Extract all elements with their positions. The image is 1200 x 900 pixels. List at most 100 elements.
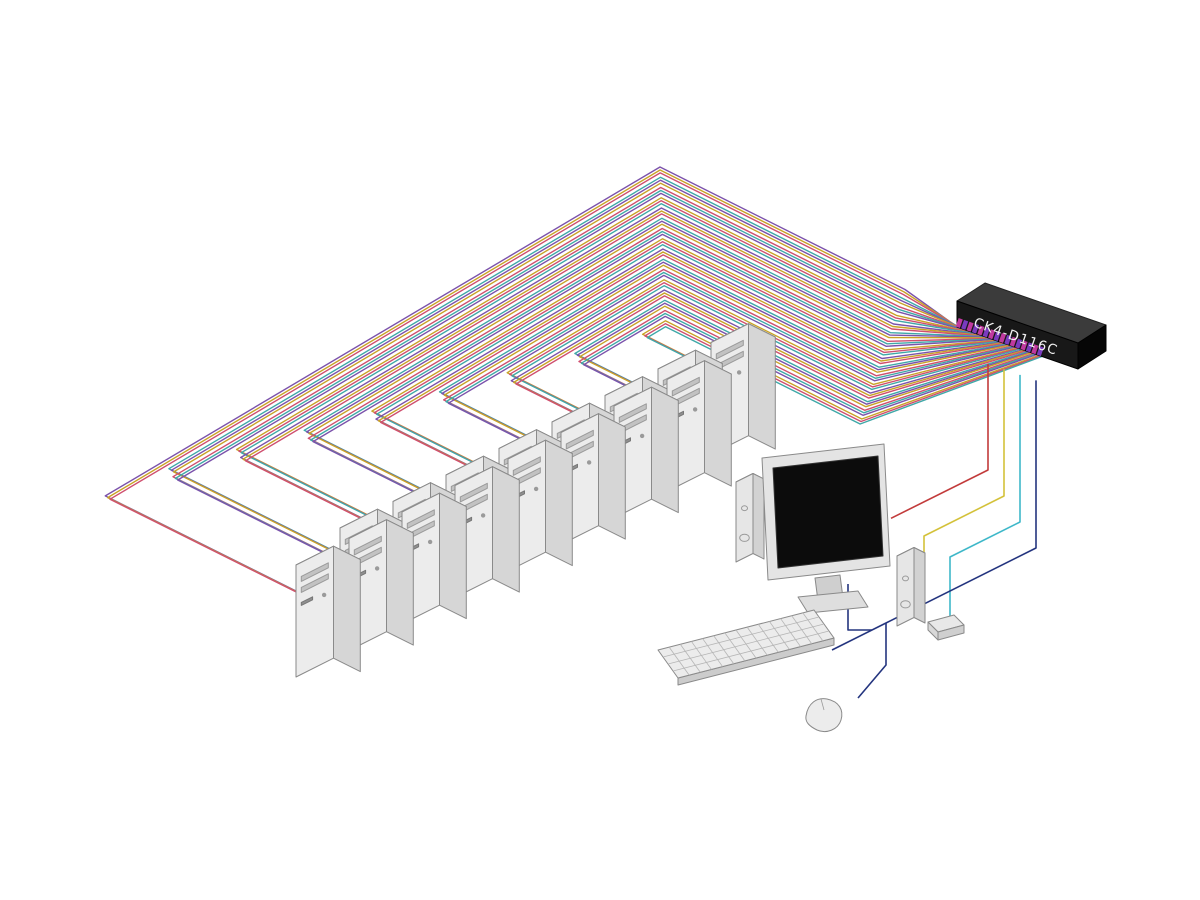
tower-side-face [386, 519, 414, 646]
key-column-line [679, 644, 701, 673]
kvm-cable [308, 223, 989, 507]
kvm-port-connector [982, 327, 990, 338]
kvm-cable [375, 243, 999, 480]
key-column-line [769, 621, 790, 650]
power-button [480, 513, 486, 518]
kvm-port-connector [971, 323, 979, 334]
power-button [639, 433, 645, 439]
speaker-driver [741, 505, 748, 512]
kvm-port-connector [977, 325, 985, 336]
kvm-cable [515, 295, 1027, 438]
kvm-port-connector [961, 319, 969, 330]
remote-control [927, 614, 965, 641]
mouse-branch-cable [857, 623, 887, 699]
disk-slot [300, 596, 314, 606]
kvm-port-connector [993, 331, 1001, 342]
drive-bay [406, 509, 435, 529]
kvm-port-connector [1009, 336, 1017, 347]
diagram-graphics [104, 166, 1107, 733]
drive-bay [300, 573, 329, 593]
drive-bay [353, 535, 382, 556]
drive-bay [715, 339, 744, 360]
kvm-cable [511, 285, 1021, 427]
monitor [761, 443, 891, 614]
kvm-port-connector [1036, 346, 1044, 357]
towers-layer [295, 323, 776, 678]
kvm-port-connector [1020, 340, 1028, 351]
speaker-driver [902, 575, 909, 582]
tower-side-face [439, 492, 467, 620]
keyboard [657, 609, 835, 686]
power-button [736, 370, 742, 375]
tower-side-face [545, 439, 573, 567]
key-column-line [702, 638, 723, 667]
speaker-driver [739, 533, 750, 542]
drive-bay [671, 376, 700, 397]
kvm-cable [578, 305, 1032, 408]
key-column-line [780, 618, 801, 647]
drive-bay [618, 403, 647, 423]
key-column-line [668, 646, 690, 676]
speaker-side-face [752, 473, 765, 560]
kvm-cable [172, 182, 967, 560]
monitor-stand-base [797, 590, 869, 614]
tower-side-face [748, 323, 776, 450]
kvm-port-connector [1025, 342, 1033, 353]
kvm-port-connector [988, 329, 996, 340]
key-column-line [791, 615, 813, 644]
remote-side [927, 621, 939, 641]
kvm-cable [380, 254, 1005, 491]
key-column-line [746, 626, 768, 656]
monitor-cable [890, 363, 989, 520]
speaker-right [896, 547, 926, 627]
speaker-driver [900, 600, 911, 609]
console-layer [657, 443, 965, 733]
kvm-cable [240, 202, 978, 533]
keyboard-mouse-cable [831, 380, 1037, 651]
kvm-cable [583, 315, 1037, 416]
speaker-side-face [913, 547, 926, 624]
drive-bay [459, 482, 488, 503]
kvm-cable [312, 233, 994, 517]
kvm-switch-side [1077, 324, 1107, 370]
power-button [533, 486, 539, 492]
key-column-line [713, 635, 735, 664]
switchbox-layer [955, 282, 1107, 370]
key-column-line [802, 612, 824, 642]
power-button [374, 566, 380, 571]
kvm-port-connector [1004, 334, 1012, 345]
kvm-cable [244, 213, 983, 544]
speaker-front-face [896, 547, 915, 627]
power-button [427, 539, 433, 545]
kvm-cable [646, 326, 1043, 425]
kvm-cable [443, 264, 1010, 454]
key-column-line [735, 629, 757, 659]
drive-bay [512, 456, 541, 476]
kvm-cable [447, 274, 1016, 464]
tower-side-face [651, 386, 679, 514]
tower-side-face [492, 466, 520, 593]
kvm-cable [109, 172, 962, 597]
mouse-button-line [820, 698, 825, 711]
speaker-left [735, 473, 765, 563]
key-column-line [691, 641, 712, 670]
kvm-port-connector [1015, 338, 1023, 349]
drive-bay [300, 562, 329, 582]
speaker-cable [923, 369, 1005, 552]
tower-side-face [704, 360, 732, 487]
kvm-port-connector [955, 318, 963, 328]
kvm-cable [176, 192, 972, 570]
computer-tower [295, 545, 361, 678]
drive-bay [565, 429, 594, 450]
kvm-port-connector [998, 333, 1006, 343]
speaker-front-face [735, 473, 754, 563]
kvm-port-connector [1031, 344, 1039, 355]
tower-side-face [598, 413, 626, 540]
tower-side-face [333, 545, 361, 673]
computer-tower [666, 360, 732, 492]
kvm-port-connector [966, 321, 974, 332]
power-button [321, 592, 327, 598]
power-button [586, 460, 592, 465]
